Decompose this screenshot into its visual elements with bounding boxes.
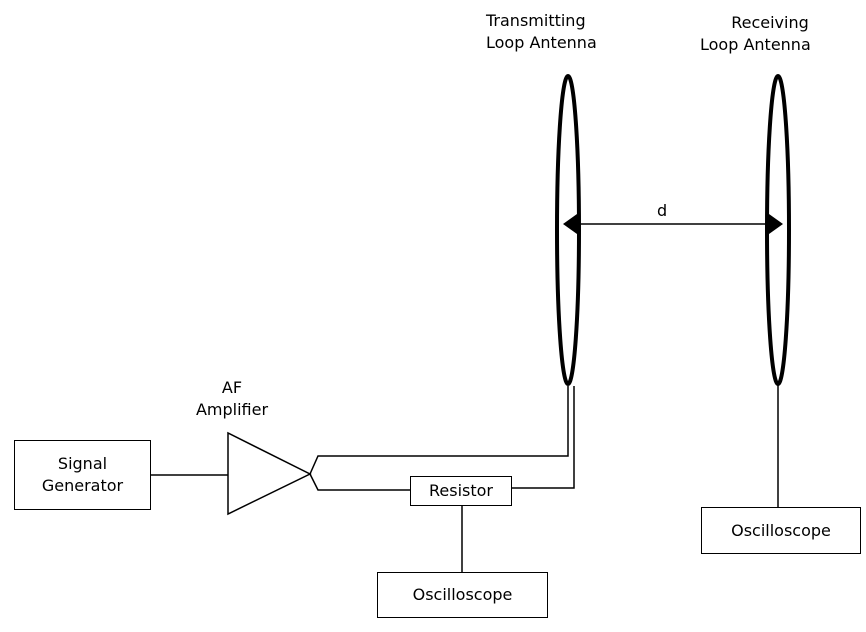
receiving-antenna-label-line1: Receiving: [731, 13, 809, 32]
distance-arrowhead-left: [563, 214, 577, 234]
af-amplifier-label: AF Amplifier: [170, 377, 294, 421]
transmitting-antenna-label-line1: Transmitting: [486, 11, 586, 30]
resistor-box: Resistor: [410, 476, 512, 506]
transmitting-antenna-label: Transmitting Loop Antenna: [486, 10, 597, 54]
resistor-label: Resistor: [429, 481, 493, 500]
receiving-antenna-label-line2: Loop Antenna: [700, 35, 811, 54]
wire-amplifier-lower-output: [309, 473, 410, 491]
signal-generator-label-line1: Signal: [57, 454, 108, 473]
wire-resistor-to-antenna: [510, 386, 575, 489]
af-amplifier-label-line2: Amplifier: [195, 400, 269, 419]
distance-arrowhead-right: [769, 214, 783, 234]
oscilloscope-left-label: Oscilloscope: [412, 585, 513, 604]
wire-amplifier-upper-output: [309, 386, 569, 475]
receiving-antenna-label: Receiving Loop Antenna: [700, 12, 840, 56]
oscilloscope-right-label: Oscilloscope: [731, 520, 831, 540]
signal-generator-label-line2: Generator: [41, 476, 124, 495]
oscilloscope-right-box: Oscilloscope: [701, 507, 861, 554]
transmitting-loop-antenna-symbol: [555, 74, 581, 386]
distance-label: d: [657, 201, 668, 220]
af-amplifier-label-line1: AF: [221, 378, 243, 397]
transmitting-antenna-label-line2: Loop Antenna: [486, 33, 597, 52]
amplifier-symbol: [227, 431, 312, 516]
signal-generator-box: Signal Generator: [14, 440, 151, 510]
oscilloscope-left-box: Oscilloscope: [377, 572, 548, 618]
